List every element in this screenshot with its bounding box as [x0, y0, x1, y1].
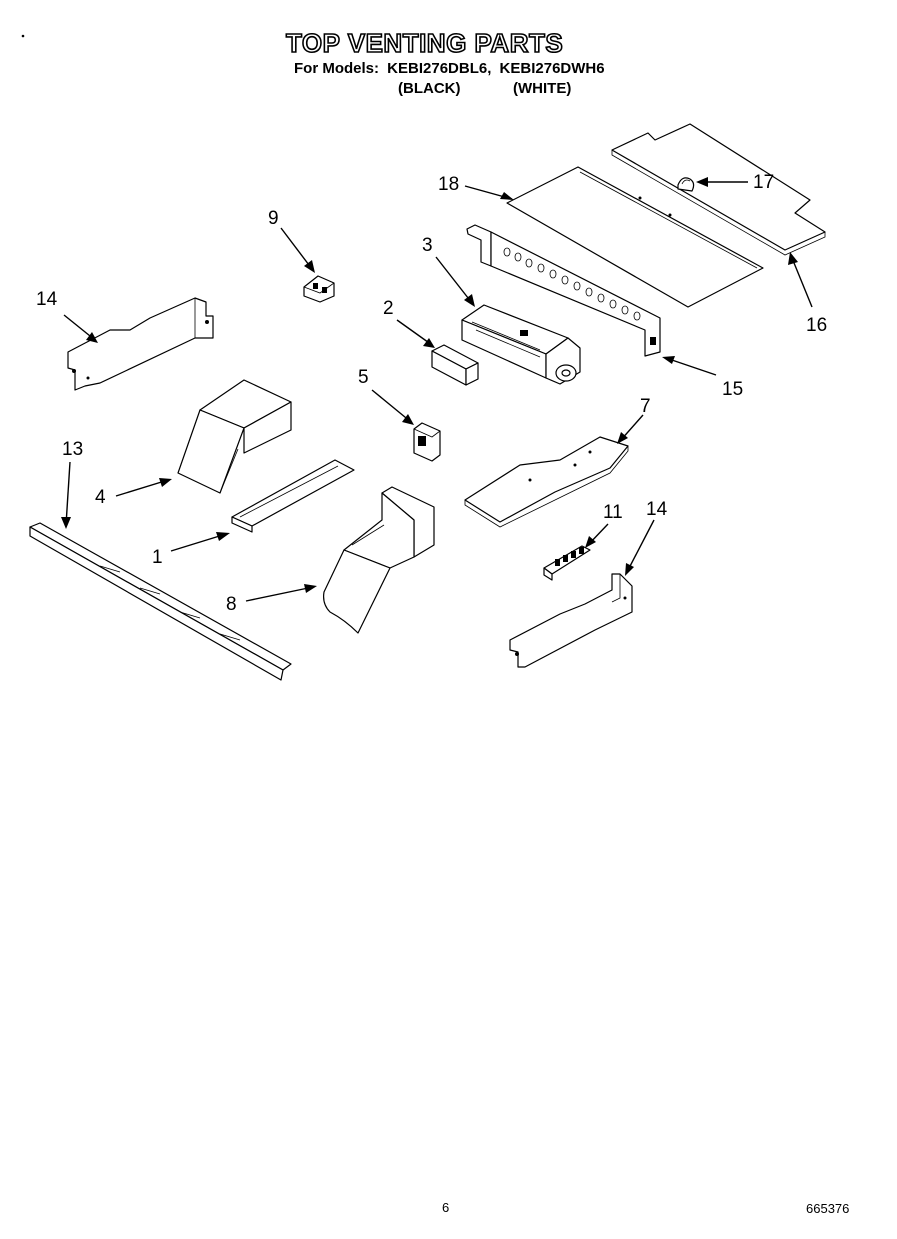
models-line: For Models: KEBI276DBL6, KEBI276DWH6: [294, 60, 609, 77]
corner-mark: [21, 34, 25, 38]
callout-1: 1: [152, 547, 163, 568]
part-9-terminal-block: [303, 275, 335, 303]
part-3-motor-assembly: [461, 304, 581, 385]
part-4-vent-duct: [177, 379, 292, 494]
callout-11: 11: [603, 502, 623, 523]
callout-17: 17: [753, 172, 775, 193]
model-number-black: KEBI276DBL6,: [387, 60, 492, 77]
part-14-right-bracket: [509, 573, 633, 668]
callout-16: 16: [806, 315, 828, 336]
part-11-terminal-strip: [543, 545, 591, 581]
callout-14-right: 14: [646, 499, 668, 520]
part-7-plate: [464, 436, 629, 528]
callout-13: 13: [62, 439, 84, 460]
page-number: 6: [442, 1200, 450, 1215]
callout-8: 8: [226, 594, 237, 615]
callout-18: 18: [438, 174, 460, 195]
models-prefix: For Models:: [294, 60, 379, 77]
part-8-lower-duct: [323, 486, 435, 634]
variant-white: (WHITE): [513, 80, 572, 97]
part-17-clip: [677, 177, 695, 192]
part-2-block: [431, 344, 479, 386]
callout-3: 3: [422, 235, 433, 256]
part-13-long-bar: [29, 522, 292, 681]
callout-4: 4: [95, 487, 106, 508]
part-18-insulation: [506, 166, 764, 308]
part-15-rail: [466, 224, 661, 357]
callout-2: 2: [383, 298, 394, 319]
variant-black: (BLACK): [398, 80, 461, 97]
model-number-white: KEBI276DWH6: [499, 60, 605, 77]
part-1-strip: [231, 459, 355, 533]
callout-15: 15: [722, 379, 744, 400]
leader-lines: [61, 177, 813, 602]
part-14-left-bracket: [67, 297, 214, 391]
callout-7: 7: [640, 396, 651, 417]
callout-14-left: 14: [36, 289, 58, 310]
part-5-switch: [413, 422, 441, 462]
part-16-top-panel: [611, 123, 826, 256]
page-title: TOP VENTING PARTS: [285, 27, 564, 59]
callout-9: 9: [268, 208, 279, 229]
document-number: 665376: [806, 1201, 850, 1216]
callout-5: 5: [358, 367, 369, 388]
